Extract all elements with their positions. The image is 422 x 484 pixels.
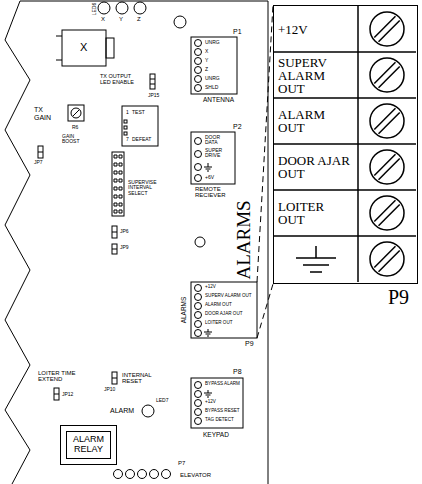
board-break-edge — [5, 1, 30, 484]
connector-name: ELEVATOR — [180, 472, 211, 478]
screw-terminal — [370, 150, 404, 184]
zoom-leader-line — [257, 284, 273, 338]
row-line — [274, 143, 416, 145]
connector-name: REMOTE RECIEVER — [195, 186, 235, 199]
pin-name: +12V — [205, 400, 216, 405]
connector-ref: P9 — [245, 340, 254, 348]
connector-ref: P7 — [178, 460, 185, 466]
jumper-note: INTERNAL RESET — [122, 372, 164, 385]
terminal-strip-drawing — [274, 6, 416, 282]
pin-name: SUPER DRIVE — [205, 148, 231, 159]
screw-terminal — [370, 104, 404, 138]
header-note: SUPERVISE INTERVAL SELECT — [128, 180, 168, 196]
terminal-signal-name: SUPERV ALARM OUT — [278, 56, 352, 95]
connector-name: ANTENNA — [203, 96, 234, 103]
pin-name: Y — [205, 58, 208, 63]
alarm-led — [142, 405, 154, 417]
screw-terminal — [370, 242, 404, 276]
component-ref: R6 — [72, 125, 78, 130]
zoom-leader-line — [257, 5, 273, 282]
switch-number: 1 — [126, 110, 129, 115]
pin-name: UNRG — [205, 76, 220, 81]
relay-box: ALARM RELAY — [66, 431, 111, 459]
connector-name: ALARMS — [181, 297, 188, 324]
terminal-block-p8 — [191, 378, 243, 428]
pin-name: UNRG — [205, 40, 220, 45]
component-ref: JP9 — [120, 245, 129, 250]
pin-name: +12V — [205, 285, 216, 290]
component-ref: LED6 — [92, 3, 97, 16]
terminal-block-p1 — [191, 37, 237, 94]
pin-name: SUPERV ALARM OUT — [205, 294, 252, 299]
dip-switch — [122, 106, 158, 146]
control-name: TX GAIN — [34, 106, 56, 121]
component-ref: JP12 — [62, 392, 73, 397]
component-ref: LED7 — [156, 398, 169, 403]
led-label: Z — [137, 16, 141, 22]
pin-header — [112, 152, 124, 216]
led-label: Y — [119, 16, 123, 22]
terminal-signal-name: LOITER OUT — [278, 200, 352, 226]
terminal-signal-name: ALARM OUT — [278, 108, 352, 134]
component-ref: JP10 — [104, 387, 115, 392]
led-label: ALARM — [110, 407, 134, 415]
pin-name: TAG DETECT — [205, 418, 234, 423]
row-line — [274, 51, 416, 53]
connector-name: KEYPAD — [203, 431, 229, 438]
connector-ref: P1 — [233, 28, 242, 36]
pin-name: DOOR AJAR OUT — [205, 312, 243, 317]
jumper-note: TX OUTPUT LED ENABLE — [100, 74, 142, 86]
zoom-leader-lines — [257, 5, 273, 338]
switch-name: TEST — [132, 110, 145, 115]
pin-name: BYPASS ALARM — [205, 382, 240, 387]
jumper-note: LOITER TIME EXTEND — [38, 370, 78, 383]
component-ref: JP7 — [34, 160, 43, 165]
antenna-connector — [56, 30, 114, 66]
pin-name: ALARM OUT — [205, 303, 232, 308]
component-ref: JP6 — [120, 229, 129, 234]
switch-number: 7 — [126, 137, 129, 142]
terminal-block-p2 — [191, 132, 235, 184]
potentiometer-symbol — [68, 105, 84, 121]
zoom-connector-ref: P9 — [388, 287, 409, 309]
pin-name: LOITER OUT — [205, 321, 233, 326]
switch-name: DEFEAT — [132, 137, 151, 142]
terminal-block-p7 — [114, 470, 171, 479]
terminal-signal-name: +12V — [278, 23, 352, 36]
row-line — [274, 189, 416, 191]
relay-label: ALARM RELAY — [73, 435, 104, 455]
led-symbol — [98, 2, 146, 14]
screw-terminal — [370, 196, 404, 230]
pin-name: BYPASS RESET — [205, 409, 240, 414]
connector-ref: P8 — [233, 368, 242, 376]
led-label: X — [101, 16, 105, 22]
pin-name: DOOR DATA — [205, 135, 231, 146]
jumper-note: GAIN BOOST — [62, 134, 84, 145]
screw-terminal — [370, 12, 404, 46]
terminal-strip-lines — [274, 6, 416, 282]
row-line — [274, 97, 416, 99]
zoom-title: ALARMS — [234, 200, 253, 279]
component-ref: JP15 — [148, 93, 159, 98]
board-edge — [20, 1, 268, 484]
terminal-strip-zoom: +12V SUPERV ALARM OUT ALARM OUT DOOR AJAR O… — [273, 5, 418, 284]
pin-name: X — [205, 49, 208, 54]
row-line — [274, 235, 416, 237]
screw-terminal — [370, 58, 404, 92]
connector-ref: P2 — [233, 123, 242, 131]
jumper-symbol — [38, 74, 155, 400]
ground-symbol — [296, 246, 336, 272]
terminal-label: X — [80, 42, 87, 54]
pin-name: +6V — [205, 175, 214, 180]
terminal-block-p9 — [191, 282, 257, 338]
terminal-signal-name: DOOR AJAR OUT — [278, 154, 352, 180]
pin-name: Z — [205, 67, 208, 72]
pin-name: SHLD — [205, 85, 218, 90]
